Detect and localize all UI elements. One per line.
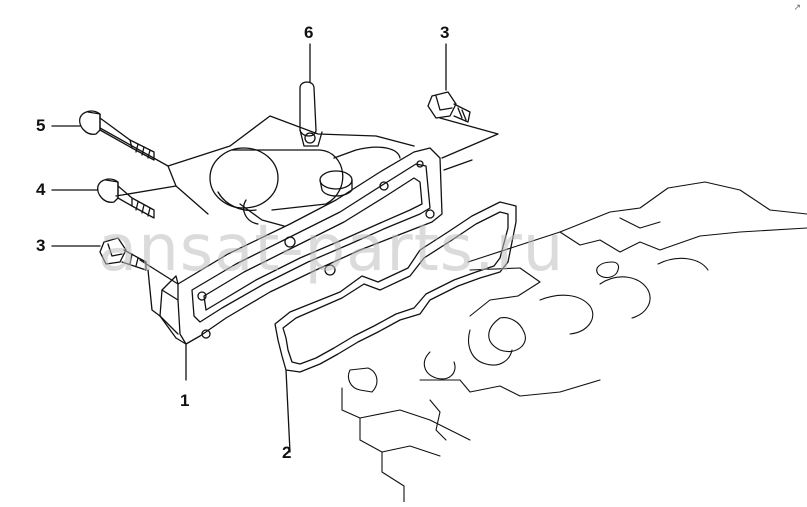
callout-1: 1 [180,391,190,410]
engine-block [341,181,807,503]
bolt-part-4 [51,178,155,219]
callout-2: 2 [282,443,292,462]
bolt-part-3-top [427,43,471,123]
bolt-part-3-left [51,237,147,271]
callout-5: 5 [36,116,46,135]
corner-mark: ↗ [793,3,801,13]
gasket-part-2 [274,201,517,453]
callout-4: 4 [36,180,46,199]
callout-3-left: 3 [36,236,46,255]
callout-6: 6 [304,23,314,42]
callout-3-top: 3 [440,23,450,42]
bolt-part-5 [51,110,155,161]
housing-part-1 [99,115,499,381]
sensor-part-6 [299,43,323,147]
